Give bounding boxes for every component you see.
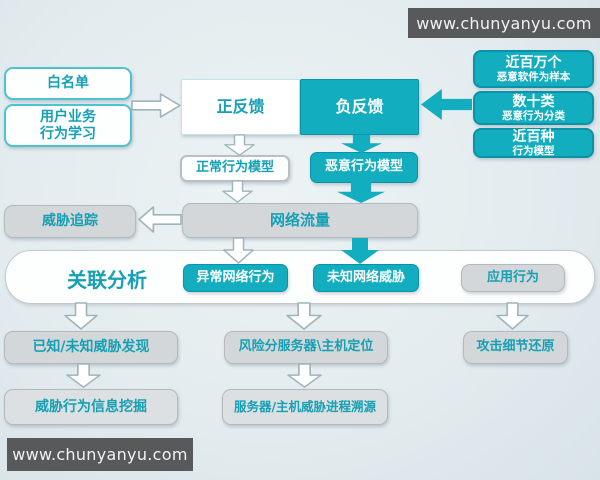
node-risk-server-host-location: 风险分服务器\主机定位 [224, 331, 388, 364]
arrow-down-positive-to-normal-model-icon [224, 134, 255, 156]
node-threat-behavior-info-mining: 威胁行为信息挖掘 [4, 389, 178, 425]
node-whitelist: 白名单 [4, 67, 132, 100]
node-malware-samples-line2: 恶意软件为样本 [496, 71, 571, 84]
arrow-left-stack-to-negative-icon [421, 89, 472, 120]
arrow-down-negative-to-malicious-model-icon [341, 135, 382, 153]
watermark-bottom: www.chunyanyu.com [7, 438, 193, 471]
node-application-behavior: 应用行为 [461, 264, 565, 292]
arrow-down-container-to-risk-location-icon [286, 302, 322, 330]
node-known-unknown-threat-discovery: 已知/未知威胁发现 [4, 331, 178, 364]
arrow-down-traffic-to-unknown-icon [341, 238, 379, 264]
node-behavior-categories: 数十类 恶意行为分类 [473, 91, 594, 125]
node-malicious-behavior-model: 恶意行为模型 [310, 152, 418, 183]
watermark-top: www.chunyanyu.com [408, 8, 600, 38]
node-user-behavior-line2: 行为学习 [40, 125, 96, 142]
node-malware-samples-line1: 近百万个 [505, 54, 562, 71]
node-attack-detail-restore: 攻击细节还原 [463, 331, 568, 364]
arrow-down-normal-model-to-traffic-icon [222, 180, 253, 203]
node-user-behavior-learning: 用户业务 行为学习 [4, 104, 132, 147]
node-unknown-network-threat: 未知网络威胁 [313, 264, 419, 292]
node-behavior-categories-line1: 数十类 [512, 93, 555, 110]
node-behavior-models-line2: 行为模型 [512, 145, 555, 158]
node-behavior-models: 近百种 行为模型 [473, 128, 594, 158]
arrow-right-inputs-to-positive-icon [131, 93, 181, 118]
node-malware-samples: 近百万个 恶意软件为样本 [473, 50, 594, 88]
arrow-down-container-to-discovery-icon [64, 302, 98, 330]
arrow-down-discovery-to-mining-icon [66, 363, 101, 388]
node-positive-feedback: 正反馈 [181, 79, 300, 135]
node-server-host-process-trace: 服务器/主机威胁进程溯源 [222, 389, 388, 425]
arrow-down-app-to-attack-restore-icon [496, 302, 529, 330]
node-network-traffic: 网络流量 [182, 203, 418, 238]
node-abnormal-network-behavior: 异常网络行为 [183, 264, 288, 292]
arrow-down-malicious-model-to-traffic-icon [337, 182, 385, 203]
node-behavior-categories-line2: 恶意行为分类 [502, 110, 565, 123]
correlation-analysis-label: 关联分析 [67, 268, 147, 292]
node-negative-feedback: 负反馈 [300, 79, 419, 135]
node-threat-tracking: 威胁追踪 [4, 205, 136, 238]
arrow-down-risk-to-trace-icon [287, 363, 322, 388]
node-user-behavior-line1: 用户业务 [40, 109, 96, 126]
node-normal-behavior-model: 正常行为模型 [180, 155, 290, 182]
arrow-down-traffic-to-abnormal-icon [223, 237, 254, 264]
node-behavior-models-line1: 近百种 [512, 128, 555, 145]
arrow-left-traffic-to-tracking-icon [138, 206, 182, 233]
